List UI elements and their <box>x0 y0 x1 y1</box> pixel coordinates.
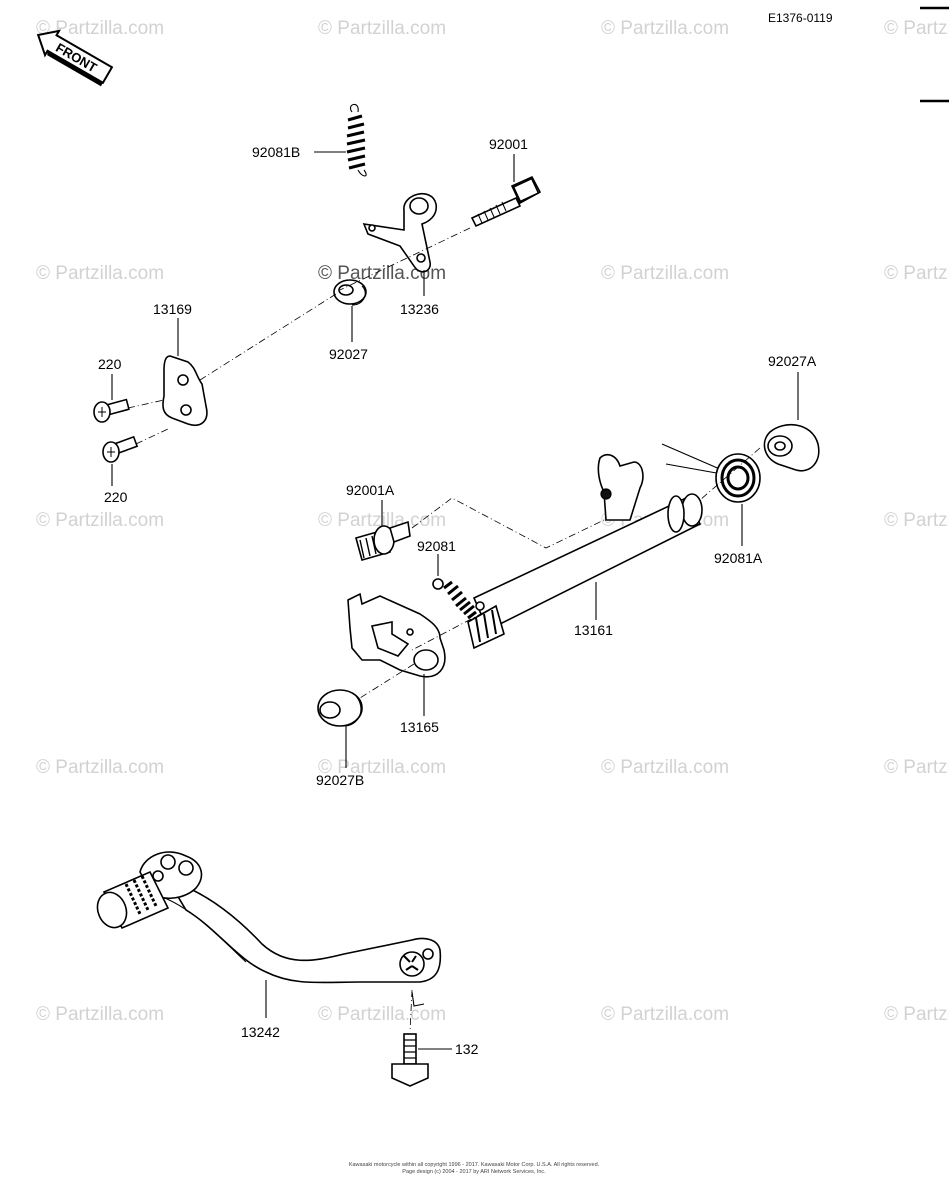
screw-220-lower <box>102 435 139 463</box>
watermark: © Partzilla.com <box>36 263 164 284</box>
label-220-lower: 220 <box>104 489 128 505</box>
spring-92081B <box>346 103 367 177</box>
label-13169: 13169 <box>153 301 192 317</box>
footer-copyright: Kawasaki motorcycle within all copyright… <box>349 1162 600 1168</box>
footer-design: Page design (c) 2004 - 2017 by ARI Netwo… <box>402 1169 546 1175</box>
watermark: © Partzilla.com <box>36 510 164 531</box>
watermark: © Partzilla.com <box>601 1004 729 1025</box>
label-220-upper: 220 <box>98 356 122 372</box>
collar-92027 <box>333 279 367 306</box>
watermark: © Partzilla.com <box>884 757 949 778</box>
collar-92027B <box>317 689 363 727</box>
watermark: © Partzilla.com <box>601 263 729 284</box>
spring-92081 <box>432 578 485 620</box>
label-13242: 13242 <box>241 1024 280 1040</box>
watermark: © Partzilla.com <box>884 510 949 531</box>
watermark: © Partzilla.com <box>884 263 949 284</box>
watermark: © Partzilla.com <box>36 757 164 778</box>
label-92027B: 92027B <box>316 772 364 788</box>
plate-13169 <box>162 355 208 426</box>
watermark: © Partzilla.com <box>318 1004 446 1025</box>
label-92001A: 92001A <box>346 482 395 498</box>
label-92001: 92001 <box>489 136 528 152</box>
watermark: © Partzilla.com <box>36 1004 164 1025</box>
watermark: © Partzilla.com <box>36 18 164 39</box>
watermark: © Partzilla.com <box>884 18 949 39</box>
label-92081: 92081 <box>417 538 456 554</box>
label-13165: 13165 <box>400 719 439 735</box>
watermark-center: © Partzilla.com <box>318 263 446 284</box>
diagram-code: E1376-0119 <box>768 11 833 25</box>
lever-13236 <box>362 193 438 273</box>
label-92027A: 92027A <box>768 353 817 369</box>
label-13161: 13161 <box>574 622 613 638</box>
plate-13165 <box>347 592 446 678</box>
watermark: © Partzilla.com <box>601 757 729 778</box>
label-92081B: 92081B <box>252 144 300 160</box>
bolt-92001 <box>470 175 542 228</box>
watermark: © Partzilla.com <box>318 18 446 39</box>
label-13236: 13236 <box>400 301 439 317</box>
shaft-13161 <box>467 453 703 650</box>
pin-92001A <box>355 520 411 561</box>
label-92081A: 92081A <box>714 550 763 566</box>
collar-92027A <box>763 424 820 472</box>
screw-220-upper <box>93 398 130 423</box>
spring-92081A <box>661 443 761 503</box>
watermark: © Partzilla.com <box>318 757 446 778</box>
label-132: 132 <box>455 1041 479 1057</box>
watermark: © Partzilla.com <box>601 18 729 39</box>
bolt-132 <box>391 1033 429 1087</box>
label-92027: 92027 <box>329 346 368 362</box>
watermark: © Partzilla.com <box>884 1004 949 1025</box>
pedal-13242 <box>96 851 442 1007</box>
leader-lines <box>111 151 799 1050</box>
